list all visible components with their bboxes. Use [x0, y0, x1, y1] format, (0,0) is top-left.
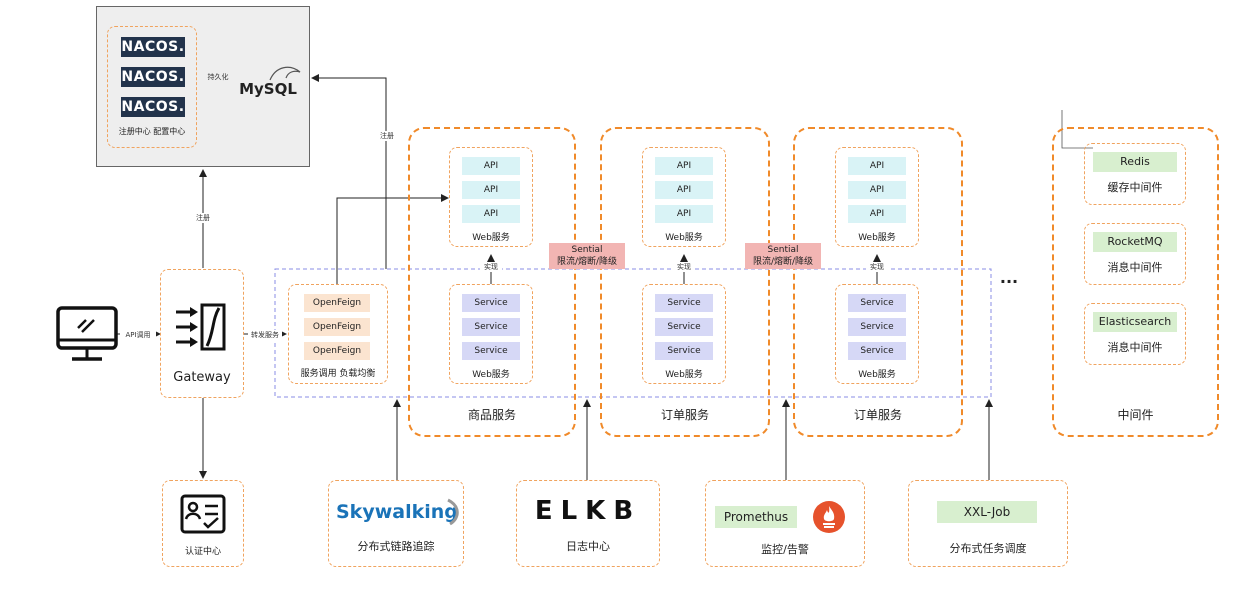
elk-box: [516, 480, 660, 567]
middleware-name: RocketMQ: [1093, 232, 1177, 252]
service-box-2: [600, 127, 770, 437]
api-item: API: [462, 157, 520, 175]
dolphin-icon: [269, 66, 301, 81]
auth-label: 认证中心: [184, 547, 221, 557]
gateway-icon: [176, 303, 226, 351]
skywalking-logo: Skywalking: [336, 501, 458, 523]
nacos-group: [107, 26, 197, 148]
feign-item: OpenFeign: [304, 318, 370, 336]
service-item: Service: [655, 342, 713, 360]
sentinel-line2: 限流/熔断/降级: [752, 257, 814, 267]
web-service-group: [835, 284, 919, 384]
service-name: 订单服务: [660, 408, 709, 422]
service-name: 商品服务: [467, 408, 516, 422]
api-item: API: [848, 157, 906, 175]
gateway-label: Gateway: [173, 370, 231, 385]
persist-label: 持久化: [202, 72, 234, 82]
nacos-logo: NACOS.: [121, 97, 185, 117]
api-item: API: [462, 181, 520, 199]
service-item: Service: [462, 294, 520, 312]
impl-label: 实现: [866, 262, 888, 272]
feign-caption: 服务调用 负载均衡: [300, 369, 376, 379]
web-label: Web服务: [665, 370, 703, 380]
web-label: Web服务: [472, 233, 510, 243]
api-item: API: [655, 157, 713, 175]
elk-caption: 日志中心: [566, 540, 610, 553]
elk-logo: ELKB: [534, 496, 642, 526]
middleware-desc: 消息中间件: [1107, 261, 1163, 274]
middleware-desc: 消息中间件: [1107, 341, 1163, 354]
middleware-name: Elasticsearch: [1093, 312, 1177, 332]
feign-item: OpenFeign: [304, 342, 370, 360]
api-item: API: [655, 205, 713, 223]
swoosh-icon: [447, 498, 459, 526]
web-api-group: [449, 147, 533, 247]
sentinel-line2: 限流/熔断/降级: [556, 257, 618, 267]
feign-group: [288, 284, 388, 384]
service-box-3: [793, 127, 963, 437]
middleware-box: [1052, 127, 1219, 437]
api-item: API: [462, 205, 520, 223]
xxl-job-box: [908, 480, 1068, 567]
service-item: Service: [848, 294, 906, 312]
service-item: Service: [655, 318, 713, 336]
mysql-logo: MySQL: [239, 80, 297, 98]
forward-label: 转发服务: [248, 330, 282, 340]
ellipsis: ...: [999, 268, 1019, 287]
sentinel-badge: Sential 限流/熔断/降级: [745, 243, 821, 269]
middleware-item: [1084, 143, 1186, 205]
auth-box: [162, 480, 244, 567]
web-service-group: [642, 284, 726, 384]
prometheus-caption: 监控/告警: [761, 543, 809, 556]
prometheus-box: [705, 480, 865, 567]
sentinel-badge: Sential 限流/熔断/降级: [549, 243, 625, 269]
web-label: Web服务: [472, 370, 510, 380]
id-card-icon: [180, 494, 226, 534]
sentinel-line1: Sential: [767, 245, 799, 255]
register-label-2: 注册: [376, 131, 398, 141]
web-label: Web服务: [858, 233, 896, 243]
api-item: API: [655, 181, 713, 199]
middleware-desc: 缓存中间件: [1107, 181, 1163, 194]
prometheus-logo: Promethus: [715, 506, 797, 528]
web-label: Web服务: [665, 233, 703, 243]
service-item: Service: [848, 342, 906, 360]
xxl-job-caption: 分布式任务调度: [949, 542, 1027, 555]
service-name: 订单服务: [853, 408, 902, 422]
service-box-1: [408, 127, 576, 437]
skywalking-box: [328, 480, 464, 567]
web-service-group: [449, 284, 533, 384]
fire-icon: [813, 501, 845, 533]
register-label: 注册: [190, 213, 216, 223]
web-api-group: [835, 147, 919, 247]
service-item: Service: [462, 342, 520, 360]
api-item: API: [848, 181, 906, 199]
monitor-icon: [56, 306, 118, 361]
middleware-name: Redis: [1093, 152, 1177, 172]
impl-label: 实现: [480, 262, 502, 272]
xxl-job-logo: XXL-Job: [937, 501, 1037, 523]
sentinel-line1: Sential: [571, 245, 603, 255]
middleware-title: 中间件: [1117, 408, 1154, 422]
service-item: Service: [848, 318, 906, 336]
middleware-item: [1084, 223, 1186, 285]
impl-label: 实现: [673, 262, 695, 272]
api-item: API: [848, 205, 906, 223]
middleware-item: [1084, 303, 1186, 365]
service-item: Service: [462, 318, 520, 336]
web-label: Web服务: [858, 370, 896, 380]
api-call-label: API调用: [120, 330, 156, 340]
gateway-box: [160, 269, 244, 398]
skywalking-caption: 分布式链路追踪: [357, 540, 435, 553]
web-api-group: [642, 147, 726, 247]
nacos-logo: NACOS.: [121, 67, 185, 87]
nacos-caption: 注册中心 配置中心: [118, 127, 186, 136]
nacos-logo: NACOS.: [121, 37, 185, 57]
service-item: Service: [655, 294, 713, 312]
feign-item: OpenFeign: [304, 294, 370, 312]
